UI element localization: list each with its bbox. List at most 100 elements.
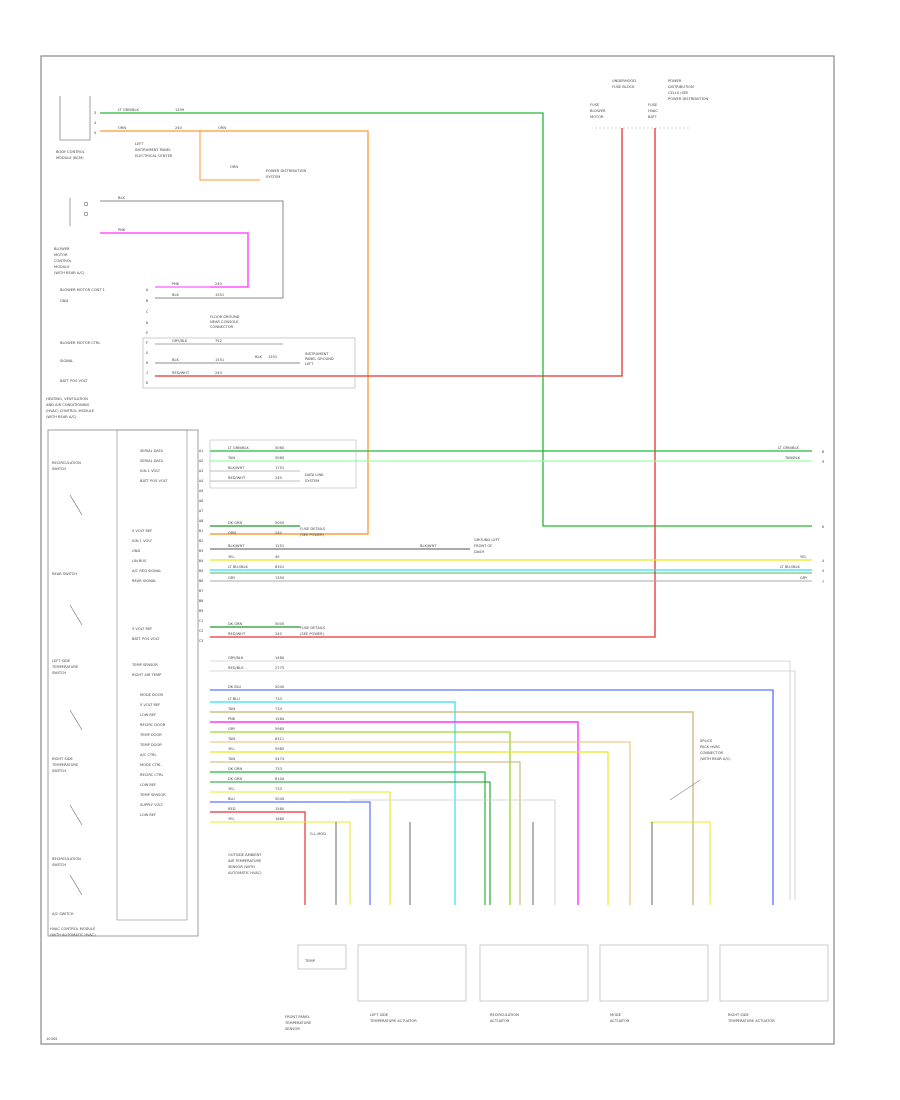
wire-red-batt-upper — [155, 140, 623, 377]
svg-text:LOW REF: LOW REF — [140, 783, 156, 787]
svg-text:FUSE DETAILS: FUSE DETAILS — [300, 626, 326, 630]
svg-text:SYSTEM: SYSTEM — [266, 175, 280, 179]
svg-text:RECIRCULATION: RECIRCULATION — [52, 461, 81, 465]
svg-text:YEL: YEL — [228, 747, 234, 751]
svg-text:B: B — [146, 299, 148, 303]
svg-text:BLK/WHT: BLK/WHT — [228, 544, 245, 548]
actuator-wires — [210, 689, 774, 905]
svg-text:HVAC CONTROL MODULE: HVAC CONTROL MODULE — [50, 927, 96, 931]
svg-text:BLOWER MOTOR CONT 1: BLOWER MOTOR CONT 1 — [60, 288, 105, 292]
svg-text:FUSE: FUSE — [590, 103, 600, 107]
footer-code: 10345 — [46, 1037, 57, 1041]
svg-text:DASH: DASH — [474, 550, 484, 554]
svg-text:SUPPLY VOLT: SUPPLY VOLT — [140, 803, 164, 807]
svg-text:FRONT PANEL: FRONT PANEL — [285, 1015, 310, 1019]
svg-text:(HVAC) CONTROL MODULE: (HVAC) CONTROL MODULE — [46, 409, 95, 413]
svg-text:SPLICE: SPLICE — [700, 739, 713, 743]
svg-text:DK GRN: DK GRN — [228, 767, 243, 771]
svg-text:1359: 1359 — [175, 108, 185, 112]
svg-text:TAN: TAN — [227, 757, 235, 761]
svg-text:7: 7 — [822, 580, 824, 584]
svg-text:A2: A2 — [199, 459, 203, 463]
svg-text:2775: 2775 — [275, 666, 284, 670]
svg-text:LEFT: LEFT — [305, 362, 314, 366]
svg-text:TEMP DOOR: TEMP DOOR — [139, 733, 162, 737]
svg-text:ORN: ORN — [228, 531, 236, 535]
svg-text:5985: 5985 — [275, 747, 284, 751]
svg-text:TEMPERATURE: TEMPERATURE — [51, 665, 79, 669]
svg-text:SWITCH: SWITCH — [52, 467, 66, 471]
svg-text:FUSE DETAILS: FUSE DETAILS — [300, 527, 326, 531]
svg-text:SENSOR: SENSOR — [285, 1027, 300, 1031]
svg-text:OUTSIDE AMBIENT: OUTSIDE AMBIENT — [228, 853, 262, 857]
svg-text:TEMP SENSOR: TEMP SENSOR — [139, 793, 166, 797]
svg-text:45: 45 — [275, 555, 280, 559]
svg-text:BLOWER MOTOR CTRL: BLOWER MOTOR CTRL — [60, 341, 100, 345]
svg-text:BLK/WHT: BLK/WHT — [228, 466, 245, 470]
svg-text:3: 3 — [94, 111, 96, 115]
svg-text:A6: A6 — [199, 499, 203, 503]
svg-text:AND AIR CONDITIONING: AND AIR CONDITIONING — [46, 403, 90, 407]
svg-text:1251: 1251 — [275, 544, 284, 548]
svg-text:733: 733 — [275, 767, 282, 771]
svg-text:B4: B4 — [199, 559, 203, 563]
svg-text:MOTOR: MOTOR — [54, 253, 68, 257]
svg-text:RECIRC DOOR: RECIRC DOOR — [140, 723, 166, 727]
svg-text:(WITH REAR A/C): (WITH REAR A/C) — [46, 415, 77, 419]
svg-text:CONNECTOR: CONNECTOR — [210, 325, 234, 329]
svg-text:BATT POS VOLT: BATT POS VOLT — [60, 379, 88, 383]
svg-text:E: E — [146, 331, 148, 335]
svg-text:BLK: BLK — [255, 355, 262, 359]
svg-text:6301: 6301 — [275, 565, 284, 569]
svg-text:INSTRUMENT PANEL: INSTRUMENT PANEL — [135, 148, 171, 152]
svg-text:FUSE BLOCK: FUSE BLOCK — [612, 85, 635, 89]
svg-text:5060: 5060 — [275, 446, 285, 450]
svg-text:PACK HVAC: PACK HVAC — [700, 745, 721, 749]
svg-text:YEL: YEL — [228, 787, 234, 791]
svg-text:TEMPERATURE ACTUATOR: TEMPERATURE ACTUATOR — [369, 1019, 417, 1023]
svg-text:A3: A3 — [199, 469, 203, 473]
svg-text:IGN 1 VOLT: IGN 1 VOLT — [140, 469, 161, 473]
svg-text:5005: 5005 — [275, 622, 284, 626]
svg-text:ORN: ORN — [230, 165, 238, 169]
wire-red-batt-lower — [210, 140, 656, 638]
svg-text:A/C CTRL: A/C CTRL — [140, 753, 157, 757]
svg-text:TEMPERATURE: TEMPERATURE — [51, 763, 79, 767]
svg-text:A/C REQ SIGNAL: A/C REQ SIGNAL — [132, 569, 161, 573]
svg-text:5040: 5040 — [275, 685, 285, 689]
svg-text:6104: 6104 — [275, 777, 285, 781]
svg-text:BLK: BLK — [172, 358, 179, 362]
svg-text:240: 240 — [275, 632, 283, 636]
svg-text:B9: B9 — [199, 609, 203, 613]
svg-text:8: 8 — [822, 450, 824, 454]
svg-text:K: K — [146, 381, 149, 385]
hvac-pin-labels: SERIAL DATA SERIAL DATA IGN 1 VOLT BATT … — [131, 449, 168, 817]
svg-text:(SEE POWER): (SEE POWER) — [300, 533, 325, 537]
svg-text:SWITCH: SWITCH — [52, 863, 66, 867]
svg-text:PNK: PNK — [172, 282, 180, 286]
svg-text:B2: B2 — [199, 539, 203, 543]
svg-text:RECIRC CTRL: RECIRC CTRL — [140, 773, 164, 777]
svg-text:C3: C3 — [199, 639, 203, 643]
svg-text:UNDERHOOD: UNDERHOOD — [612, 79, 636, 83]
svg-text:A: A — [146, 288, 149, 292]
svg-text:C2: C2 — [199, 629, 203, 633]
svg-text:LIN BUS: LIN BUS — [132, 559, 147, 563]
svg-text:A7: A7 — [199, 509, 203, 513]
svg-text:GRY: GRY — [800, 576, 808, 580]
right-connector-ends: 8 9 6 4 5 7 — [822, 450, 824, 584]
svg-text:YEL: YEL — [800, 555, 806, 559]
wire-orn-top — [100, 130, 369, 535]
svg-text:TAN: TAN — [227, 707, 235, 711]
svg-text:ACTUATOR: ACTUATOR — [490, 1019, 510, 1023]
svg-text:SIGNAL: SIGNAL — [60, 359, 73, 363]
svg-text:4: 4 — [94, 121, 96, 125]
svg-text:BLK: BLK — [118, 196, 125, 200]
svg-text:A/C SWITCH: A/C SWITCH — [52, 912, 74, 916]
svg-text:BATT POS VOLT: BATT POS VOLT — [132, 637, 160, 641]
svg-text:733: 733 — [275, 697, 282, 701]
svg-text:FRONT OF: FRONT OF — [474, 544, 492, 548]
svg-text:C: C — [146, 310, 148, 314]
svg-text:BLOWER: BLOWER — [54, 247, 70, 251]
